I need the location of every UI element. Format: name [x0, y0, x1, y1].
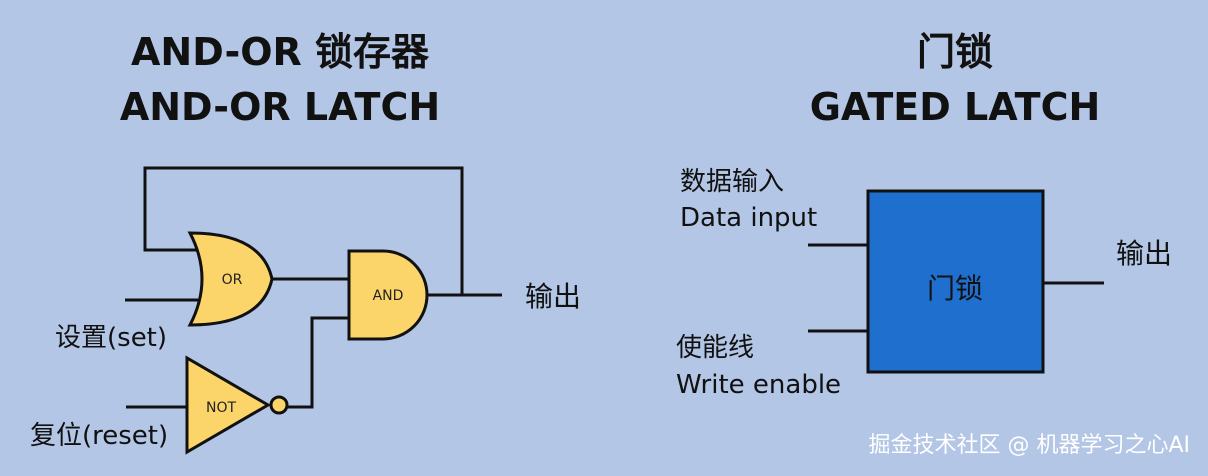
not-gate-bubble — [269, 395, 289, 415]
and-or-latch-output-label: 输出 — [525, 280, 581, 313]
and-gate: AND — [347, 249, 429, 341]
gated-latch-box: 门锁 — [866, 189, 1045, 374]
not-gate-label: NOT — [206, 400, 236, 416]
or-gate: OR — [187, 231, 274, 327]
gated-latch-box-label: 门锁 — [927, 272, 983, 305]
set-label: 设置(set) — [55, 323, 167, 353]
gated-latch-wires — [808, 243, 1104, 333]
not-to-and-wire — [287, 316, 352, 409]
or-gate-label: OR — [222, 272, 243, 288]
and-gate-shape — [347, 249, 429, 341]
gated-latch-rect — [866, 189, 1045, 374]
feedback-wire — [143, 166, 464, 295]
gated-latch-output-label: 输出 — [1116, 237, 1172, 270]
or-gate-shape — [187, 231, 274, 327]
write-enable-label-cn: 使能线 — [676, 333, 754, 363]
and-or-latch-title-en: AND-OR LATCH — [120, 85, 440, 129]
gated-latch-title-en: GATED LATCH — [810, 85, 1101, 129]
and-or-latch-title-cn: AND-OR 锁存器 — [131, 30, 430, 74]
data-input-label-cn: 数据输入 — [680, 167, 784, 197]
write-enable-label-en: Write enable — [676, 370, 841, 400]
gated-latch-title-cn: 门锁 — [917, 30, 993, 74]
and-gate-label: AND — [373, 288, 404, 304]
not-gate: NOT — [185, 355, 289, 455]
and-or-latch-wires — [125, 166, 502, 409]
data-input-label-en: Data input — [680, 203, 817, 233]
watermark: 掘金技术社区 @ 机器学习之心AI — [868, 433, 1190, 458]
not-gate-shape — [185, 355, 271, 455]
reset-label: 复位(reset) — [30, 421, 168, 451]
